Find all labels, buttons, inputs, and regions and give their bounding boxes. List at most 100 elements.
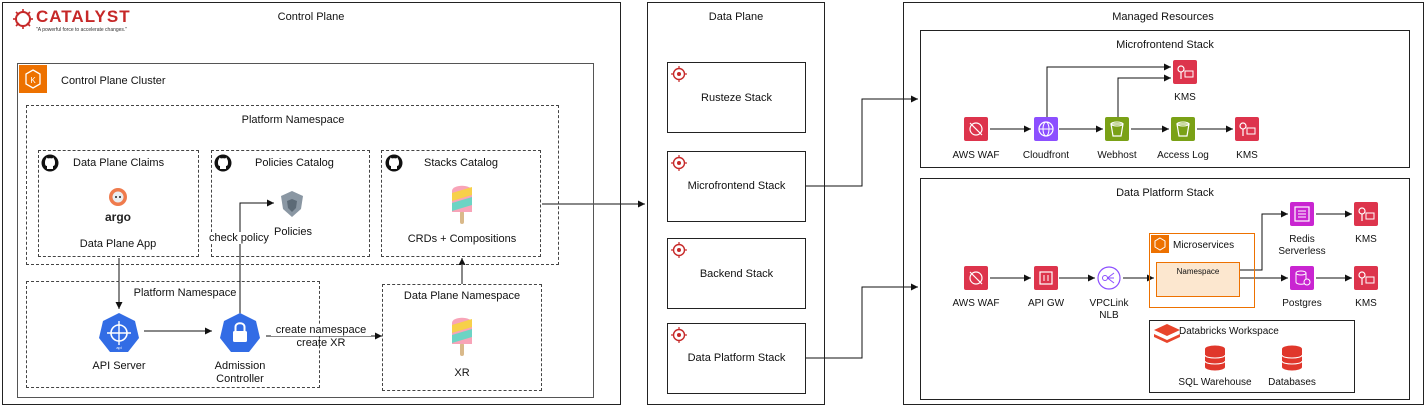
eks-cluster-icon: K [19,65,47,93]
redis-label-2: Serverless [1278,246,1326,257]
kms-icon [1235,117,1259,141]
arrow-microfrontend-to-managed [806,95,918,187]
cluster-title: Control Plane Cluster [61,75,166,87]
stack-microfrontend[interactable] [667,151,806,222]
stack-label-data-platform: Data Platform Stack [687,352,786,364]
svg-text:argo: argo [105,210,131,224]
data-plane-title: Data Plane [708,11,764,23]
api-server-label: API Server [92,360,146,372]
stack-backend[interactable] [667,238,806,309]
brand-tagline: "A powerful force to accelerate changes.… [36,27,128,33]
sql-warehouse-label: SQL Warehouse [1178,377,1252,388]
managed-resources-title: Managed Resources [1112,11,1214,23]
microfrontend-stack-box [920,30,1410,168]
stack-icon [671,327,687,343]
popsicle-icon [452,185,472,224]
arrow-cloudfront-to-kms [1046,63,1171,117]
policies-catalog-box [211,150,370,257]
dp-nlb-label: NLB [1099,310,1119,321]
databases-label: Databases [1268,377,1316,388]
catalyst-logo-icon [13,9,33,29]
create-xr-label: create XR [296,337,346,349]
cloudfront-icon [1034,117,1058,141]
stack-icon [671,242,687,258]
microservices-box [1149,233,1255,308]
data-plane-container [647,2,825,405]
svg-text:api: api [116,345,121,350]
control-plane-cluster [17,63,594,398]
dp-apigw-label: API GW [1027,298,1065,309]
apigw-icon [1034,266,1058,290]
redis-label-1: Redis [1289,234,1315,245]
stack-label-microfrontend: Microfrontend Stack [687,180,786,192]
mf-kms-end-label: KMS [1236,150,1258,161]
data-plane-namespace-title: Data Plane Namespace [403,290,521,302]
github-icon [41,154,59,172]
dp-waf-label: AWS WAF [952,298,1000,309]
bucket-icon [1171,117,1195,141]
control-plane-title: Control Plane [277,11,345,23]
github-icon [385,154,403,172]
postgres-icon [1290,266,1314,290]
stack-data-platform[interactable] [667,323,806,394]
eks-cluster-icon [1151,235,1169,253]
redis-kms-label: KMS [1355,234,1377,245]
arrow-dataplatform-to-managed [806,283,918,359]
argo-icon: argo [100,185,136,229]
mf-waf-label: AWS WAF [952,150,1000,161]
kubernetes-icon: api [99,313,139,352]
mf-access-log-label: Access Log [1157,150,1209,161]
waf-icon [964,266,988,290]
popsicle-icon [452,317,472,356]
namespace-label: Namespace [1176,267,1220,276]
stack-icon [671,155,687,171]
policy-icon [281,191,303,217]
policies-catalog-title: Policies Catalog [255,157,334,169]
admission-label-2: Controller [216,373,264,385]
crds-compositions-label: CRDs + Compositions [407,233,517,245]
namespace-box [1156,262,1240,297]
database-icon [1204,345,1226,371]
svg-text:K: K [30,76,36,85]
database-icon [1281,345,1303,371]
stack-rusteze[interactable] [667,62,806,133]
create-namespace-label: create namespace [271,324,371,336]
microservices-label: Microservices [1173,240,1235,251]
arrow-ns-to-redis [1240,210,1288,271]
admission-label-1: Admission [214,360,266,372]
xr-label: XR [454,367,470,379]
stack-label-backend: Backend Stack [699,268,774,280]
stack-icon [671,66,687,82]
catalyst-logo: CATALYST "A powerful force to accelerate… [13,7,131,37]
mf-cloudfront-label: Cloudfront [1022,150,1070,161]
databricks-label: Databricks Workspace [1179,326,1279,337]
data-plane-claims-box [38,150,199,257]
kms-icon [1354,202,1378,226]
databricks-workspace-box [1149,320,1355,393]
github-icon [214,154,232,172]
postgres-kms-label: KMS [1355,298,1377,309]
data-plane-app-label: Data Plane App [79,238,157,250]
platform-namespace-top-title: Platform Namespace [241,114,345,126]
policies-label: Policies [274,226,312,238]
nlb-icon [1097,266,1121,290]
lock-icon [220,313,260,352]
redis-icon [1290,202,1314,226]
data-platform-stack-title: Data Platform Stack [1116,187,1214,199]
stacks-catalog-title: Stacks Catalog [424,157,498,169]
waf-icon [964,117,988,141]
platform-namespace-bottom-title: Platform Namespace [133,287,237,299]
control-plane-container [2,2,621,405]
microfrontend-stack-title: Microfrontend Stack [1116,39,1214,51]
bucket-icon [1105,117,1129,141]
data-platform-stack-box [920,178,1410,400]
managed-resources-container [903,2,1424,405]
brand-name: CATALYST [36,7,131,26]
check-policy-label: check policy [209,232,269,244]
stacks-catalog-box [381,150,541,257]
kms-icon [1354,266,1378,290]
mf-kms-top-label: KMS [1174,92,1196,103]
postgres-label: Postgres [1282,298,1322,309]
mf-webhost-label: Webhost [1097,150,1137,161]
arrow-webhost-to-kms [1117,74,1171,117]
